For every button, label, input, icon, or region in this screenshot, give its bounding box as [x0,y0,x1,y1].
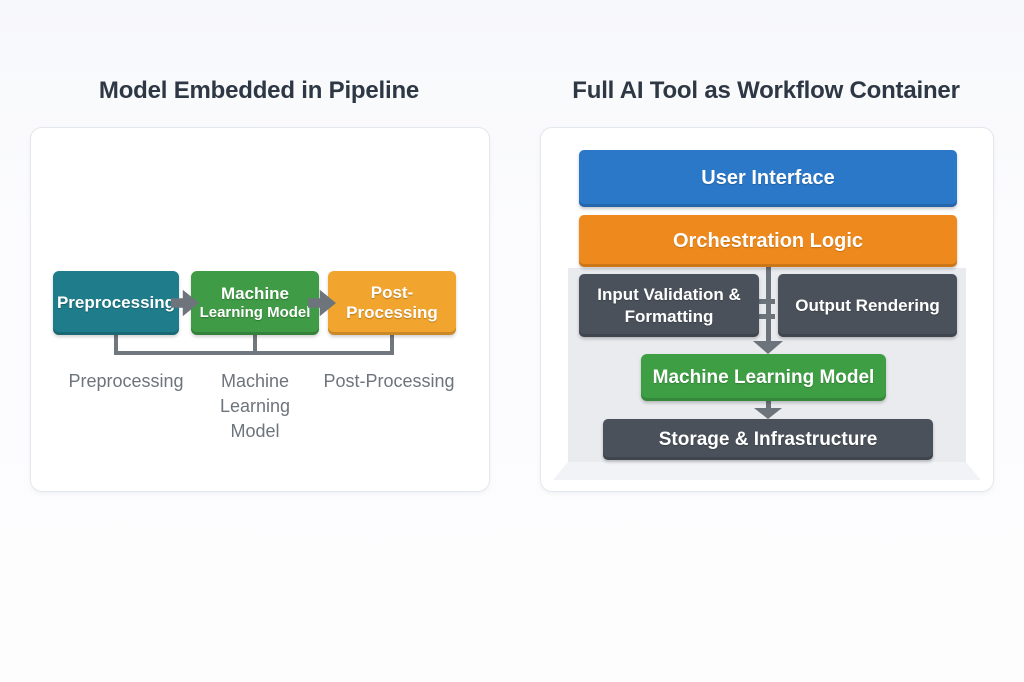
right-panel-title: Full AI Tool as Workflow Container [572,77,960,104]
pipeline-box-ml-model: Machine Learning Model [191,271,319,335]
arrow-down-icon [754,408,782,419]
connector-line [114,335,118,355]
layer-user-interface: User Interface [579,150,957,207]
pipeline-box-label: Machine [220,284,290,303]
connector-line [759,314,775,319]
layer-orchestration-logic: Orchestration Logic [579,215,957,267]
connector-line [766,401,771,410]
connector-line [390,335,394,355]
left-panel-title: Model Embedded in Pipeline [98,77,420,104]
pipeline-box-label: Processing [346,303,438,322]
pipeline-box-label: Post- [370,283,414,302]
layer-input-validation: Input Validation & Formatting [579,274,759,337]
container-floor [553,462,981,480]
caption-ml-model: Machine Learning Model [219,371,291,441]
connector-line [253,335,257,355]
layer-storage-infrastructure: Storage & Infrastructure [603,419,933,460]
connector-line [766,267,771,343]
pipeline-box-label: Preprocessing [56,293,176,312]
workflow-card: User Interface Orchestration Logic Input… [540,127,994,492]
pipeline-box-post-processing: Post- Processing [328,271,456,335]
layer-output-rendering: Output Rendering [778,274,957,337]
pipeline-box-preprocessing: Preprocessing [53,271,179,335]
caption-preprocessing: Preprocessing [68,371,184,391]
pipeline-card: Preprocessing Machine Learning Model Pos… [30,127,490,492]
connector-line [114,351,394,355]
connector-line [759,299,775,304]
pipeline-box-label: Learning Model [199,304,311,321]
layer-ml-model: Machine Learning Model [641,354,886,401]
caption-post-processing: Post-Processing [323,371,455,391]
